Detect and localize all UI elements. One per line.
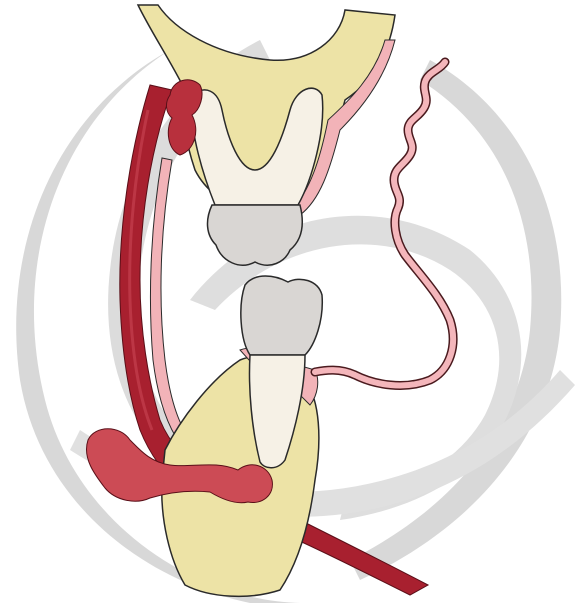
lower-tooth-crown [241, 276, 322, 355]
